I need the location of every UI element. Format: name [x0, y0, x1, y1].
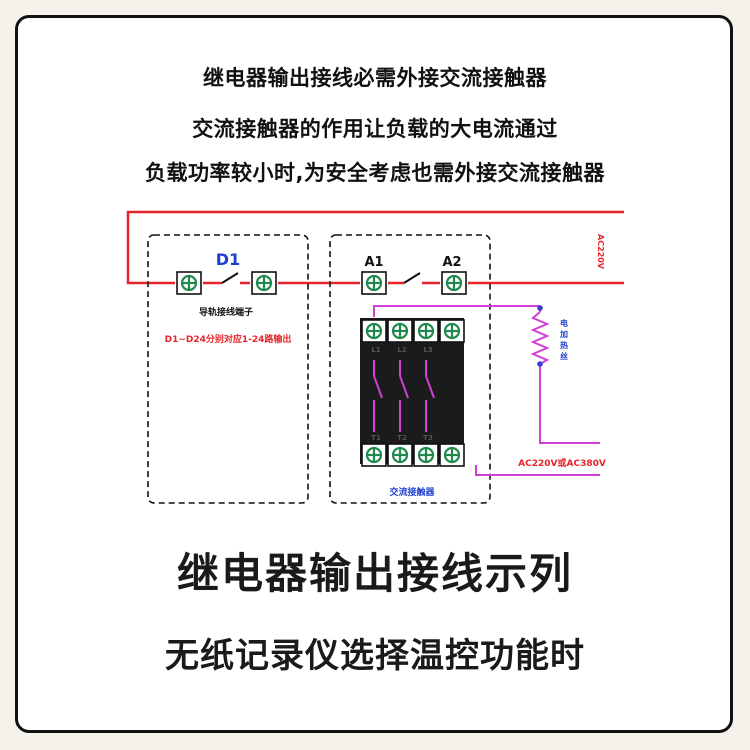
relay-terminal-left	[176, 271, 202, 295]
relay-contact	[221, 272, 239, 284]
bottom-label-t1: T1	[371, 434, 381, 442]
bottom-terminal-4	[439, 443, 465, 467]
header-line-2: 交流接触器的作用让负载的大电流通过	[192, 117, 558, 141]
footer-subtitle: 无纸记录仪选择温控功能时	[165, 636, 585, 676]
control-wire	[126, 210, 624, 285]
relay-terminal-right	[251, 271, 277, 295]
header-line-3: 负载功率较小时,为安全考虑也需外接交流接触器	[145, 161, 605, 185]
contactor-caption: 交流接触器	[389, 486, 435, 498]
top-label-l2: L2	[397, 346, 406, 354]
coil-contact	[403, 272, 421, 284]
top-terminal-4	[439, 319, 465, 343]
contactor-box	[329, 234, 491, 504]
load-supply-label: AC220V或AC380V	[518, 457, 606, 469]
contactor-switch-lines	[373, 360, 435, 432]
top-terminal-1	[361, 319, 387, 343]
heater-resistor	[530, 311, 550, 365]
bottom-label-t2: T2	[397, 434, 407, 442]
heater-node-top	[537, 305, 543, 311]
top-label-l3: L3	[423, 346, 432, 354]
relay-note: D1~D24分别对应1-24路输出	[165, 333, 292, 345]
terminal-caption: 导轨接线端子	[199, 306, 253, 318]
contactor-a1-label: A1	[364, 255, 383, 270]
coil-terminal-a1	[361, 271, 387, 295]
contactor-a2-label: A2	[442, 255, 461, 270]
relay-label: D1	[216, 250, 240, 269]
top-label-l1: L1	[371, 346, 380, 354]
bottom-terminal-3	[413, 443, 439, 467]
coil-terminal-a2	[441, 271, 467, 295]
top-terminal-2	[387, 319, 413, 343]
header-line-1: 继电器输出接线必需外接交流接触器	[203, 66, 547, 90]
terminal-block-box	[147, 234, 309, 504]
heater-node-bottom	[537, 361, 543, 367]
footer-title: 继电器输出接线示列	[176, 549, 573, 598]
supply-label: AC220V	[596, 234, 605, 270]
heater-label: 电加热丝	[559, 318, 568, 361]
bottom-terminal-1	[361, 443, 387, 467]
top-terminal-3	[413, 319, 439, 343]
bottom-label-t3: T3	[423, 434, 433, 442]
bottom-terminal-2	[387, 443, 413, 467]
